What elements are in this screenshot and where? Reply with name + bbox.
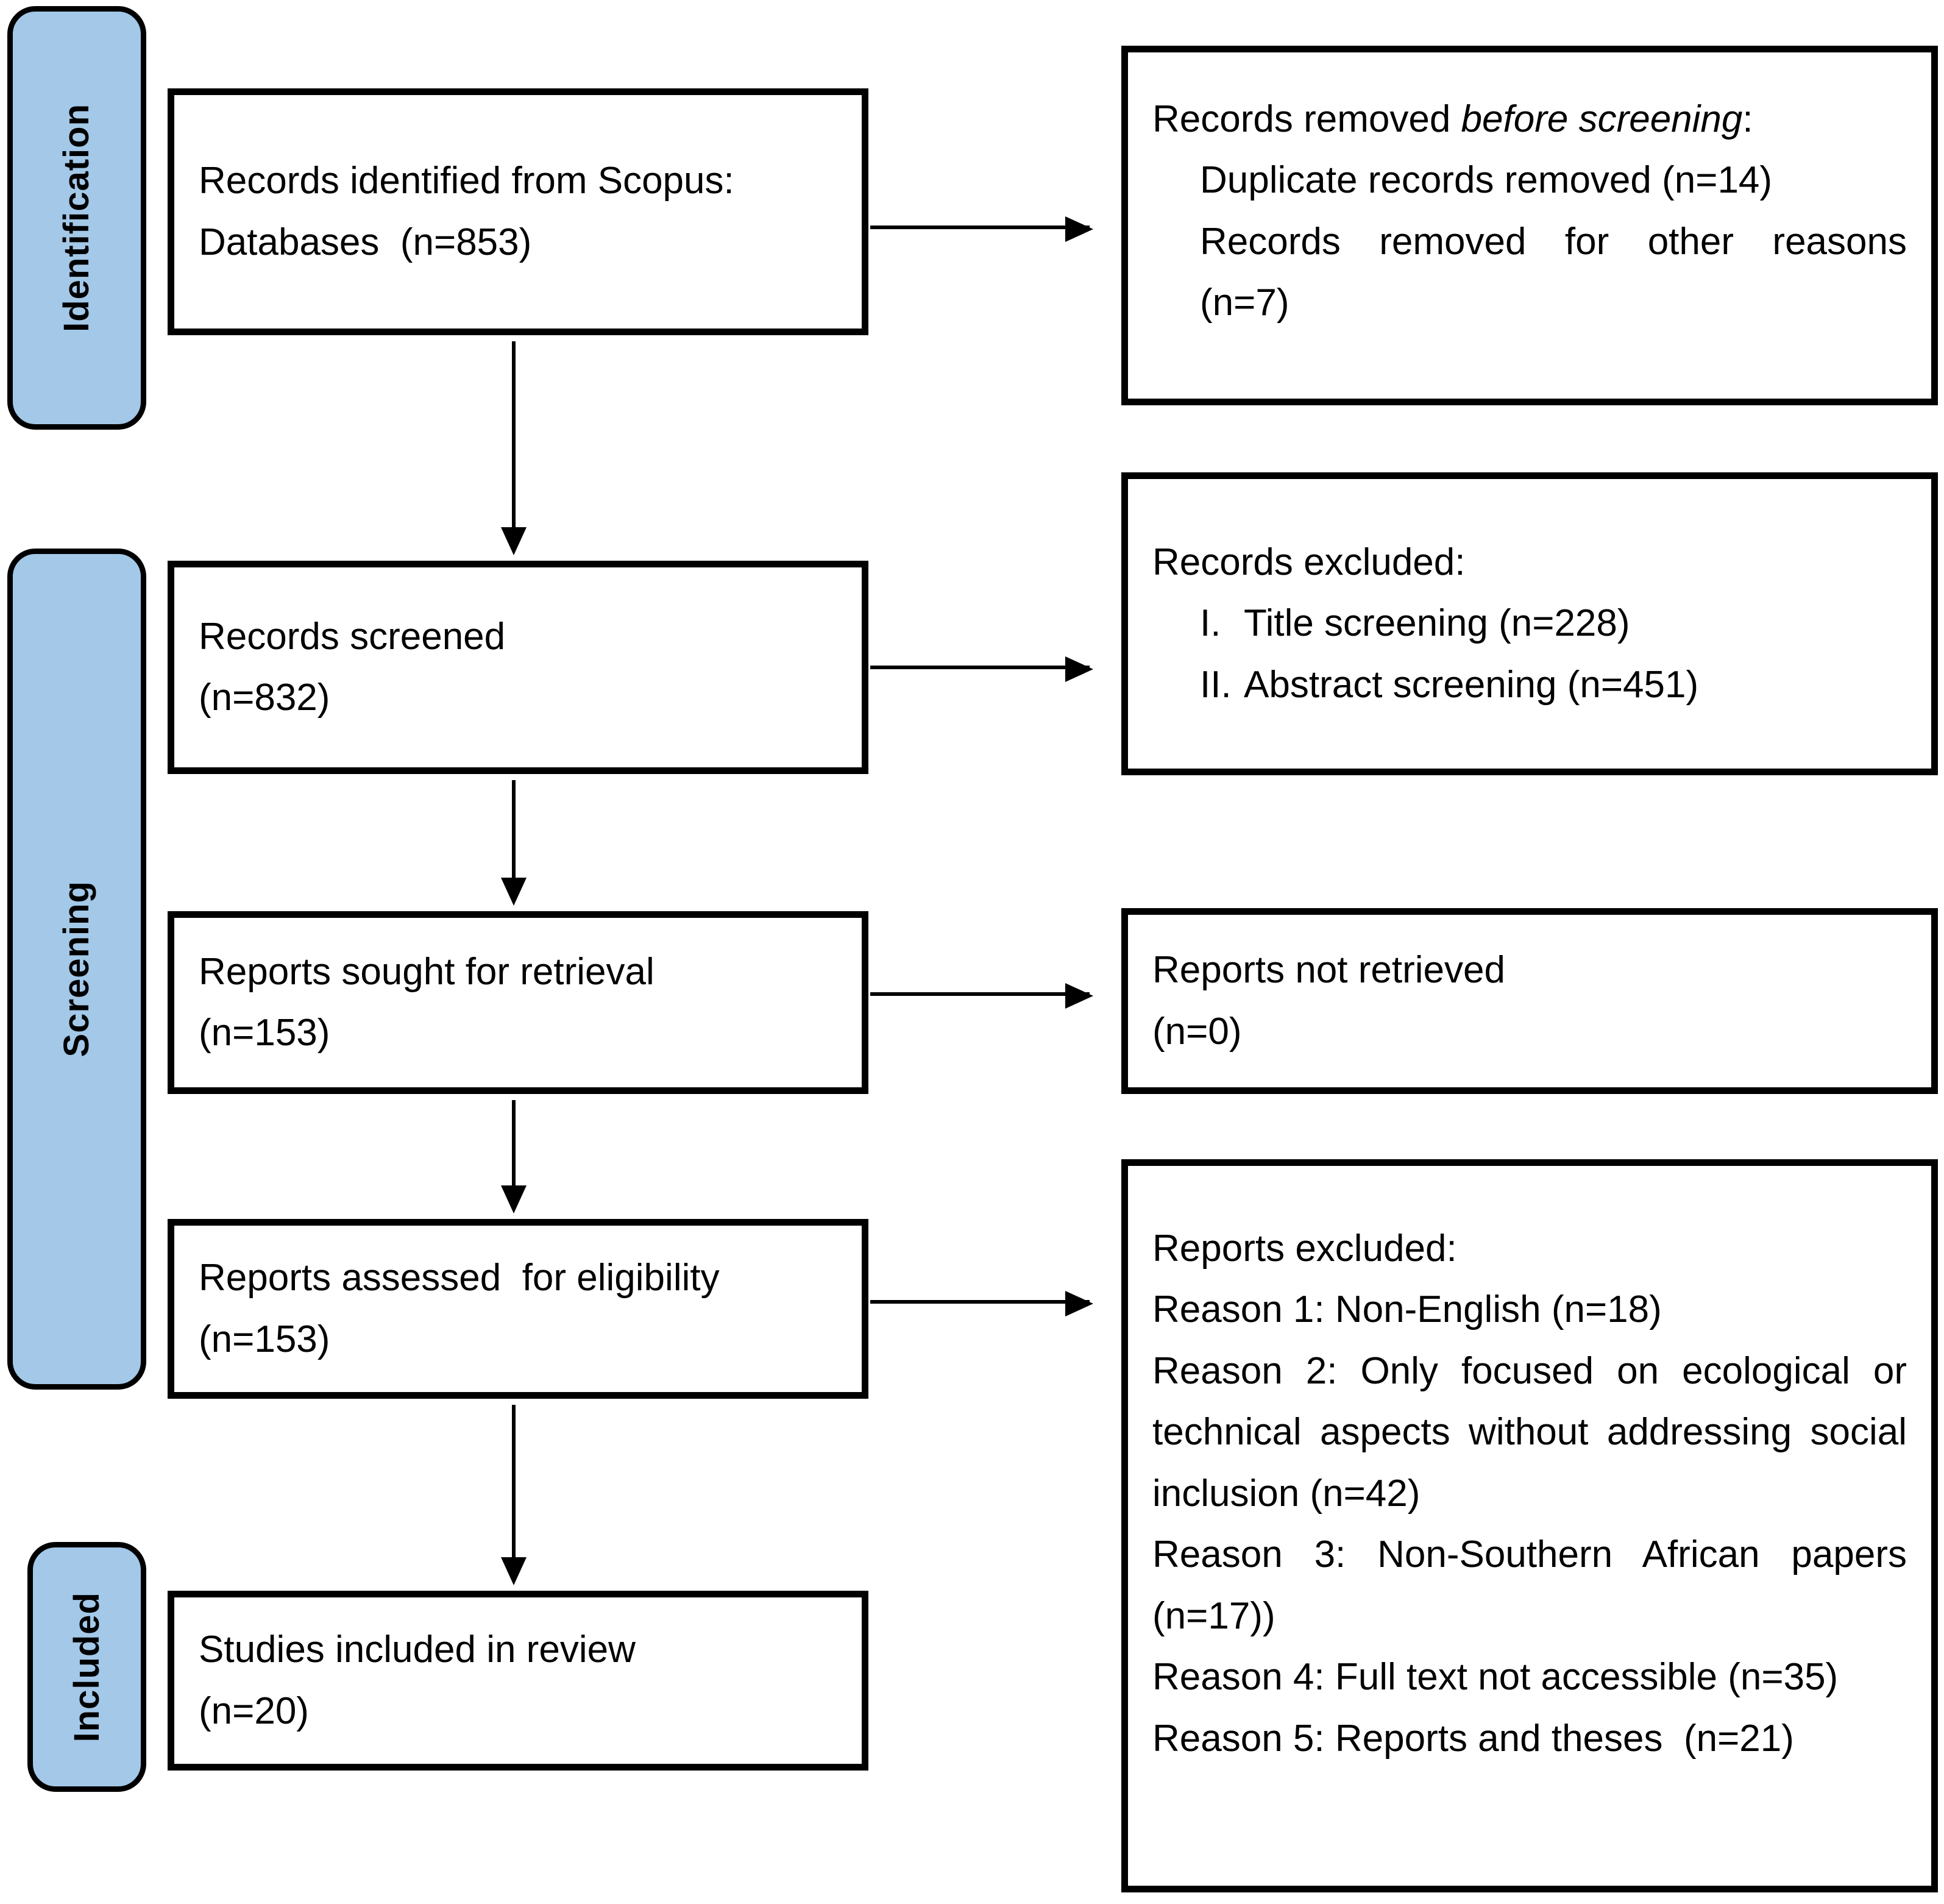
box-records-removed-before-screening: Records removed before screening: Duplic… bbox=[1121, 46, 1938, 405]
removed-before-screening-heading-plain: Records removed bbox=[1152, 98, 1461, 140]
records-excluded-item-0: I. Title screening (n=228) bbox=[1152, 593, 1907, 654]
arrow-assessed-to-included bbox=[501, 1405, 527, 1585]
reports-sought-line1: Reports sought for retrieval bbox=[199, 950, 655, 993]
records-identified-line1: Records identified from Scopus: bbox=[199, 160, 734, 202]
box-records-screened: Records screened (n=832) bbox=[168, 561, 868, 774]
box-reports-excluded: Reports excluded: Reason 1: Non-English … bbox=[1121, 1159, 1938, 1892]
removed-before-screening-heading-italic: before screening bbox=[1461, 98, 1743, 140]
arrow-screened-to-sought bbox=[501, 780, 527, 906]
removed-before-screening-item-1: Records removed for other reasons bbox=[1200, 220, 1907, 263]
arrow-screened-to-excluded bbox=[870, 656, 1093, 682]
removed-before-screening-item-0: Duplicate records removed (n=14) bbox=[1200, 159, 1773, 202]
records-excluded-text-1: Abstract screening (n=451) bbox=[1244, 663, 1699, 706]
arrow-sought-to-not-retrieved bbox=[870, 983, 1093, 1009]
box-records-identified: Records identified from Scopus: Database… bbox=[168, 88, 868, 335]
phase-label-screening: Screening bbox=[57, 881, 96, 1057]
arrow-identified-to-screened bbox=[501, 341, 527, 555]
records-excluded-numeral-0: I. bbox=[1200, 602, 1221, 645]
box-reports-assessed: Reports assessed for eligibility (n=153) bbox=[168, 1219, 868, 1399]
box-records-excluded: Records excluded: I. Title screening (n=… bbox=[1121, 472, 1938, 775]
records-screened-line1: Records screened bbox=[199, 615, 506, 658]
reports-excluded-reason-2: Reason 3: Non-Southern African papers (n… bbox=[1152, 1533, 1918, 1637]
reports-assessed-line2: (n=153) bbox=[199, 1318, 330, 1360]
reports-not-retrieved-line2: (n=0) bbox=[1152, 1010, 1242, 1053]
box-studies-included: Studies included in review (n=20) bbox=[168, 1591, 868, 1771]
reports-not-retrieved-line1: Reports not retrieved bbox=[1152, 949, 1505, 992]
removed-before-screening-heading-tail: : bbox=[1742, 98, 1753, 140]
arrow-assessed-to-reports-excluded bbox=[870, 1291, 1093, 1316]
phase-bar-identification: Identification bbox=[7, 6, 146, 430]
reports-excluded-reason-3: Reason 4: Full text not accessible (n=35… bbox=[1152, 1656, 1839, 1699]
reports-assessed-line1: Reports assessed for eligibility bbox=[199, 1257, 720, 1299]
reports-sought-line2: (n=153) bbox=[199, 1012, 330, 1054]
phase-label-included: Included bbox=[66, 1591, 107, 1742]
phase-bar-included: Included bbox=[27, 1542, 146, 1792]
studies-included-line1: Studies included in review bbox=[199, 1629, 636, 1671]
phase-bar-screening: Screening bbox=[7, 549, 146, 1390]
studies-included-line2: (n=20) bbox=[199, 1689, 309, 1732]
arrow-identified-to-removed bbox=[870, 216, 1093, 242]
reports-excluded-reason-1: Reason 2: Only focused on ecological or … bbox=[1152, 1349, 1918, 1515]
removed-before-screening-heading: Records removed before screening: bbox=[1152, 89, 1907, 150]
box-reports-sought: Reports sought for retrieval (n=153) bbox=[168, 911, 868, 1094]
records-excluded-text-0: Title screening (n=228) bbox=[1244, 602, 1630, 645]
records-identified-line2: Databases (n=853) bbox=[199, 221, 532, 263]
box-reports-not-retrieved: Reports not retrieved (n=0) bbox=[1121, 908, 1938, 1094]
reports-excluded-heading: Reports excluded: bbox=[1152, 1227, 1457, 1270]
records-screened-line2: (n=832) bbox=[199, 677, 330, 719]
records-excluded-item-1: II. Abstract screening (n=451) bbox=[1152, 655, 1907, 716]
records-excluded-numeral-1: II. bbox=[1200, 663, 1232, 706]
reports-excluded-reason-4: Reason 5: Reports and theses (n=21) bbox=[1152, 1717, 1794, 1760]
removed-before-screening-item-2: (n=7) bbox=[1200, 282, 1289, 324]
phase-label-identification: Identification bbox=[57, 104, 96, 332]
records-excluded-heading: Records excluded: bbox=[1152, 541, 1466, 583]
reports-excluded-reason-0: Reason 1: Non-English (n=18) bbox=[1152, 1288, 1662, 1331]
arrow-sought-to-assessed bbox=[501, 1100, 527, 1213]
